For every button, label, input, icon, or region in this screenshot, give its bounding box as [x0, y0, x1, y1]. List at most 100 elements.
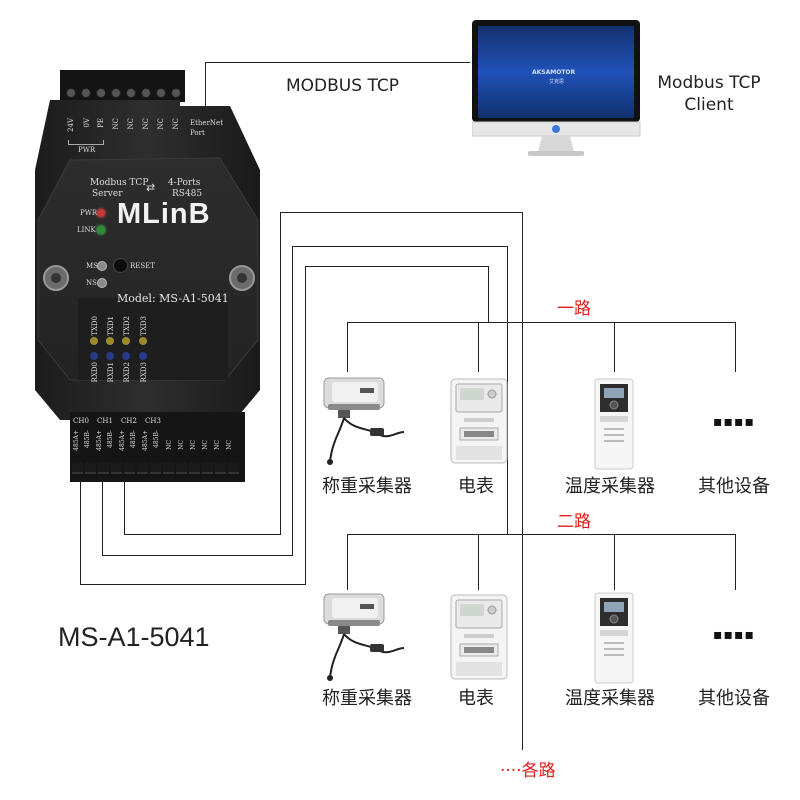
- bottom-terminal-screw: [163, 462, 174, 474]
- bottom-pin-label: 485B-: [130, 430, 137, 448]
- bottom-pin-label: NC: [190, 440, 197, 450]
- top-screw: [66, 88, 76, 98]
- bus-ch-v1: [124, 478, 125, 535]
- top-pin-label: NC: [112, 118, 120, 130]
- exchange-arrows-icon: ⇄: [146, 181, 156, 194]
- channel-label: CH1: [97, 417, 113, 425]
- ch1-wire-v-left: [305, 266, 306, 584]
- device-label: 称重采集器: [322, 688, 412, 709]
- ch2-wire-h-top: [292, 246, 507, 247]
- txd-label: TXD1: [107, 316, 115, 336]
- txd-led-icon: [122, 337, 130, 345]
- client-label-line1: Modbus TCP: [657, 73, 761, 93]
- txd-label: TXD3: [140, 316, 148, 336]
- branch2-drop-3: [614, 534, 615, 590]
- top-screw: [141, 88, 151, 98]
- bottom-terminal-screw: [150, 462, 161, 474]
- bottom-pin-label: 485A+: [142, 430, 149, 451]
- bottom-terminal-screw: [137, 462, 148, 474]
- txd-label: TXD2: [123, 316, 131, 336]
- ch1-wire-h-bottom: [80, 584, 306, 585]
- top-screw: [126, 88, 136, 98]
- ch2-wire-h-bottom: [102, 555, 293, 556]
- ns-led-icon: [97, 278, 107, 288]
- channel-label: CH3: [145, 417, 161, 425]
- rxd-led-icon: [90, 352, 98, 360]
- monitor-brand-text: AKSAMOTOR: [532, 69, 576, 76]
- branch1-drop-3: [614, 322, 615, 372]
- channel-label: CH0: [73, 417, 89, 425]
- branch1-bus: [347, 322, 736, 323]
- bottom-pin-label: NC: [178, 440, 185, 450]
- ethernet-wire-v: [205, 62, 206, 110]
- more-dots-icon: ▪▪▪▪: [713, 627, 755, 643]
- rxd-led-icon: [139, 352, 147, 360]
- bottom-terminal-screw: [98, 462, 109, 474]
- bottom-pin-label: 485A+: [96, 430, 103, 451]
- device-label: 温度采集器: [565, 476, 655, 497]
- reset-button[interactable]: [113, 258, 128, 273]
- gateway-body: [35, 70, 260, 482]
- ch1-wire-h-top: [305, 266, 488, 267]
- branch1-drop-1: [347, 322, 348, 372]
- rxd-label: RXD1: [107, 362, 115, 383]
- pwr-group-label: PWR: [78, 146, 96, 154]
- ch2-wire-v-left: [292, 246, 293, 555]
- device-label: 温度采集器: [565, 688, 655, 709]
- link-led-icon: [97, 226, 105, 234]
- branch2-drop-1: [347, 534, 348, 590]
- txd-led-icon: [106, 337, 114, 345]
- txd-led-icon: [139, 337, 147, 345]
- ports-label-line1: 4-Ports: [168, 178, 201, 188]
- weighing-collector-icon: [323, 593, 405, 681]
- branch2-label: 二路: [557, 512, 591, 532]
- rxd-led-icon: [106, 352, 114, 360]
- top-pin-label: NC: [172, 118, 180, 130]
- ch2-wire-v-term: [102, 478, 103, 556]
- pwr-led-icon: [97, 209, 105, 217]
- server-label-line1: Modbus TCP: [90, 178, 149, 188]
- weighing-collector-icon: [323, 377, 405, 465]
- protocol-label: MODBUS TCP: [286, 76, 399, 96]
- rxd-label: RXD2: [123, 362, 131, 383]
- temperature-collector-icon: [594, 592, 634, 684]
- top-screw: [81, 88, 91, 98]
- top-pin-label: 24V: [67, 118, 75, 132]
- top-pin-label: 0V: [83, 118, 91, 128]
- bottom-terminal-screw: [202, 462, 213, 474]
- server-label-line2: Server: [92, 189, 123, 199]
- bottom-terminal-screw: [215, 462, 226, 474]
- device-label: 称重采集器: [322, 476, 412, 497]
- ports-label: 4-Ports RS485: [168, 178, 202, 200]
- bottom-terminal-screw: [72, 462, 83, 474]
- more-branches-label: ····各路: [500, 761, 556, 781]
- bus-left-v: [280, 212, 281, 534]
- bottom-terminal-screw: [111, 462, 122, 474]
- ethernet-wire-h: [205, 62, 470, 63]
- electric-meter-icon: [450, 378, 508, 464]
- bus-ch-h1: [124, 534, 281, 535]
- txd-label: TXD0: [91, 316, 99, 336]
- ethernet-port-label: EtherNet Port: [190, 118, 223, 138]
- device-label: 电表: [458, 688, 494, 709]
- client-label: Modbus TCP Client: [652, 72, 766, 116]
- led-label-ms: MS: [86, 262, 98, 270]
- bottom-pin-label: 485B-: [84, 430, 91, 448]
- bottom-terminal-screw: [228, 462, 239, 474]
- bottom-terminal-screw: [176, 462, 187, 474]
- top-screw: [111, 88, 121, 98]
- bottom-pin-label: 485B-: [153, 430, 160, 448]
- top-screw: [171, 88, 181, 98]
- top-screw: [156, 88, 166, 98]
- branch2-drop-2: [478, 534, 479, 590]
- bottom-pin-label: 485B-: [107, 430, 114, 448]
- txd-led-icon: [90, 337, 98, 345]
- bottom-terminal-screw: [85, 462, 96, 474]
- bottom-pin-label: NC: [226, 440, 233, 450]
- ethernet-label-line1: EtherNet: [190, 119, 224, 127]
- top-pin-label: NC: [127, 118, 135, 130]
- bus-top-h: [280, 212, 523, 213]
- led-label-pwr: PWR: [80, 209, 98, 217]
- model-caption: MS-A1-5041: [58, 622, 210, 652]
- branch2-bus: [347, 534, 736, 535]
